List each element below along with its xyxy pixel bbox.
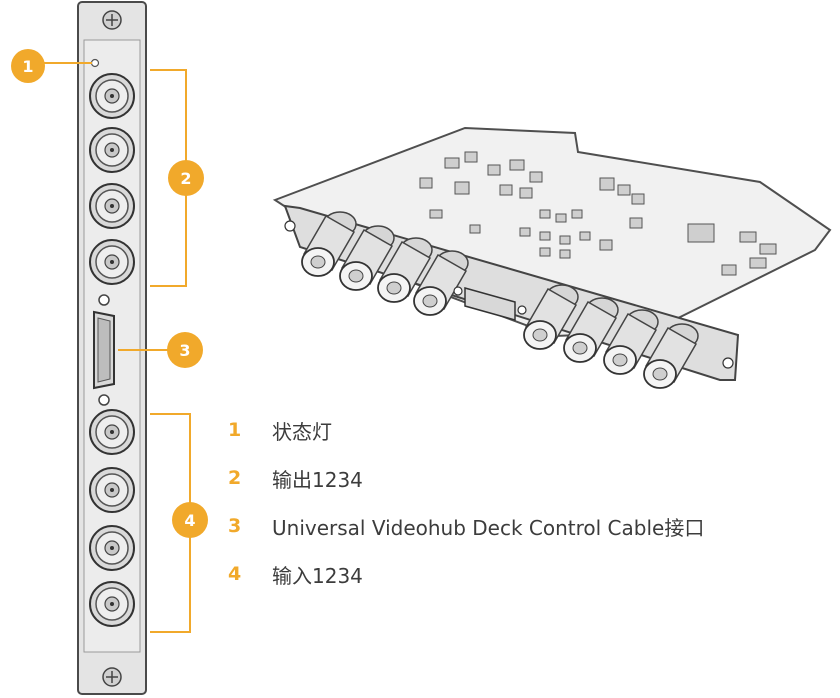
callout-badge-2: 2 (168, 160, 204, 196)
bnc-connector-icon (339, 225, 395, 291)
legend-number: 1 (228, 419, 242, 441)
callout-badge-3: 3 (167, 332, 203, 368)
d-sub-connector-icon (93, 294, 115, 406)
legend-number: 3 (228, 515, 242, 537)
legend-item: 1 状态灯 (228, 412, 828, 448)
card-components (419, 151, 777, 276)
legend-label: Universal Videohub Deck Control Cable接口 (272, 515, 705, 540)
bnc-connector-icon (643, 323, 699, 389)
bnc-connector-icon (603, 309, 659, 375)
bnc-connector-icon (89, 525, 135, 571)
d-sub-connector-icon (453, 286, 527, 321)
card-photo (272, 126, 832, 389)
screw-icon (284, 220, 296, 232)
bnc-connector-icon (523, 284, 579, 350)
legend-label: 输出1234 (272, 467, 363, 492)
callout-badge-4: 4 (172, 502, 208, 538)
callout-legend: 1 状态灯 2 输出1234 3 Universal Videohub Deck… (228, 412, 828, 604)
legend-item: 3 Universal Videohub Deck Control Cable接… (228, 508, 828, 544)
status-led-icon (90, 58, 100, 68)
bnc-connector-icon (89, 581, 135, 627)
card-faceplate (77, 1, 147, 695)
screw-icon (722, 357, 734, 369)
legend-item: 4 输入1234 (228, 556, 828, 592)
legend-item: 2 输出1234 (228, 460, 828, 496)
callout-badge-number: 4 (184, 511, 195, 530)
legend-label: 状态灯 (272, 419, 332, 444)
bnc-connector-icon (301, 211, 357, 277)
legend-number: 2 (228, 467, 242, 489)
bnc-connector-icon (89, 183, 135, 229)
callout-badge-number: 1 (22, 57, 33, 76)
callout-badge-number: 3 (179, 341, 190, 360)
bnc-connector-icon (563, 297, 619, 363)
bnc-connector-icon (89, 127, 135, 173)
callout-badge-1: 1 (11, 49, 45, 83)
callout-badge-number: 2 (180, 169, 191, 188)
bnc-connector-icon (89, 73, 135, 119)
bnc-connector-icon (89, 239, 135, 285)
legend-number: 4 (228, 563, 242, 585)
legend-label: 输入1234 (272, 563, 363, 588)
bnc-connector-icon (89, 467, 135, 513)
screw-icon (102, 667, 122, 687)
bnc-connector-icon (413, 250, 469, 316)
bnc-connector-icon (89, 409, 135, 455)
screw-icon (102, 10, 122, 30)
bnc-connector-icon (377, 237, 433, 303)
